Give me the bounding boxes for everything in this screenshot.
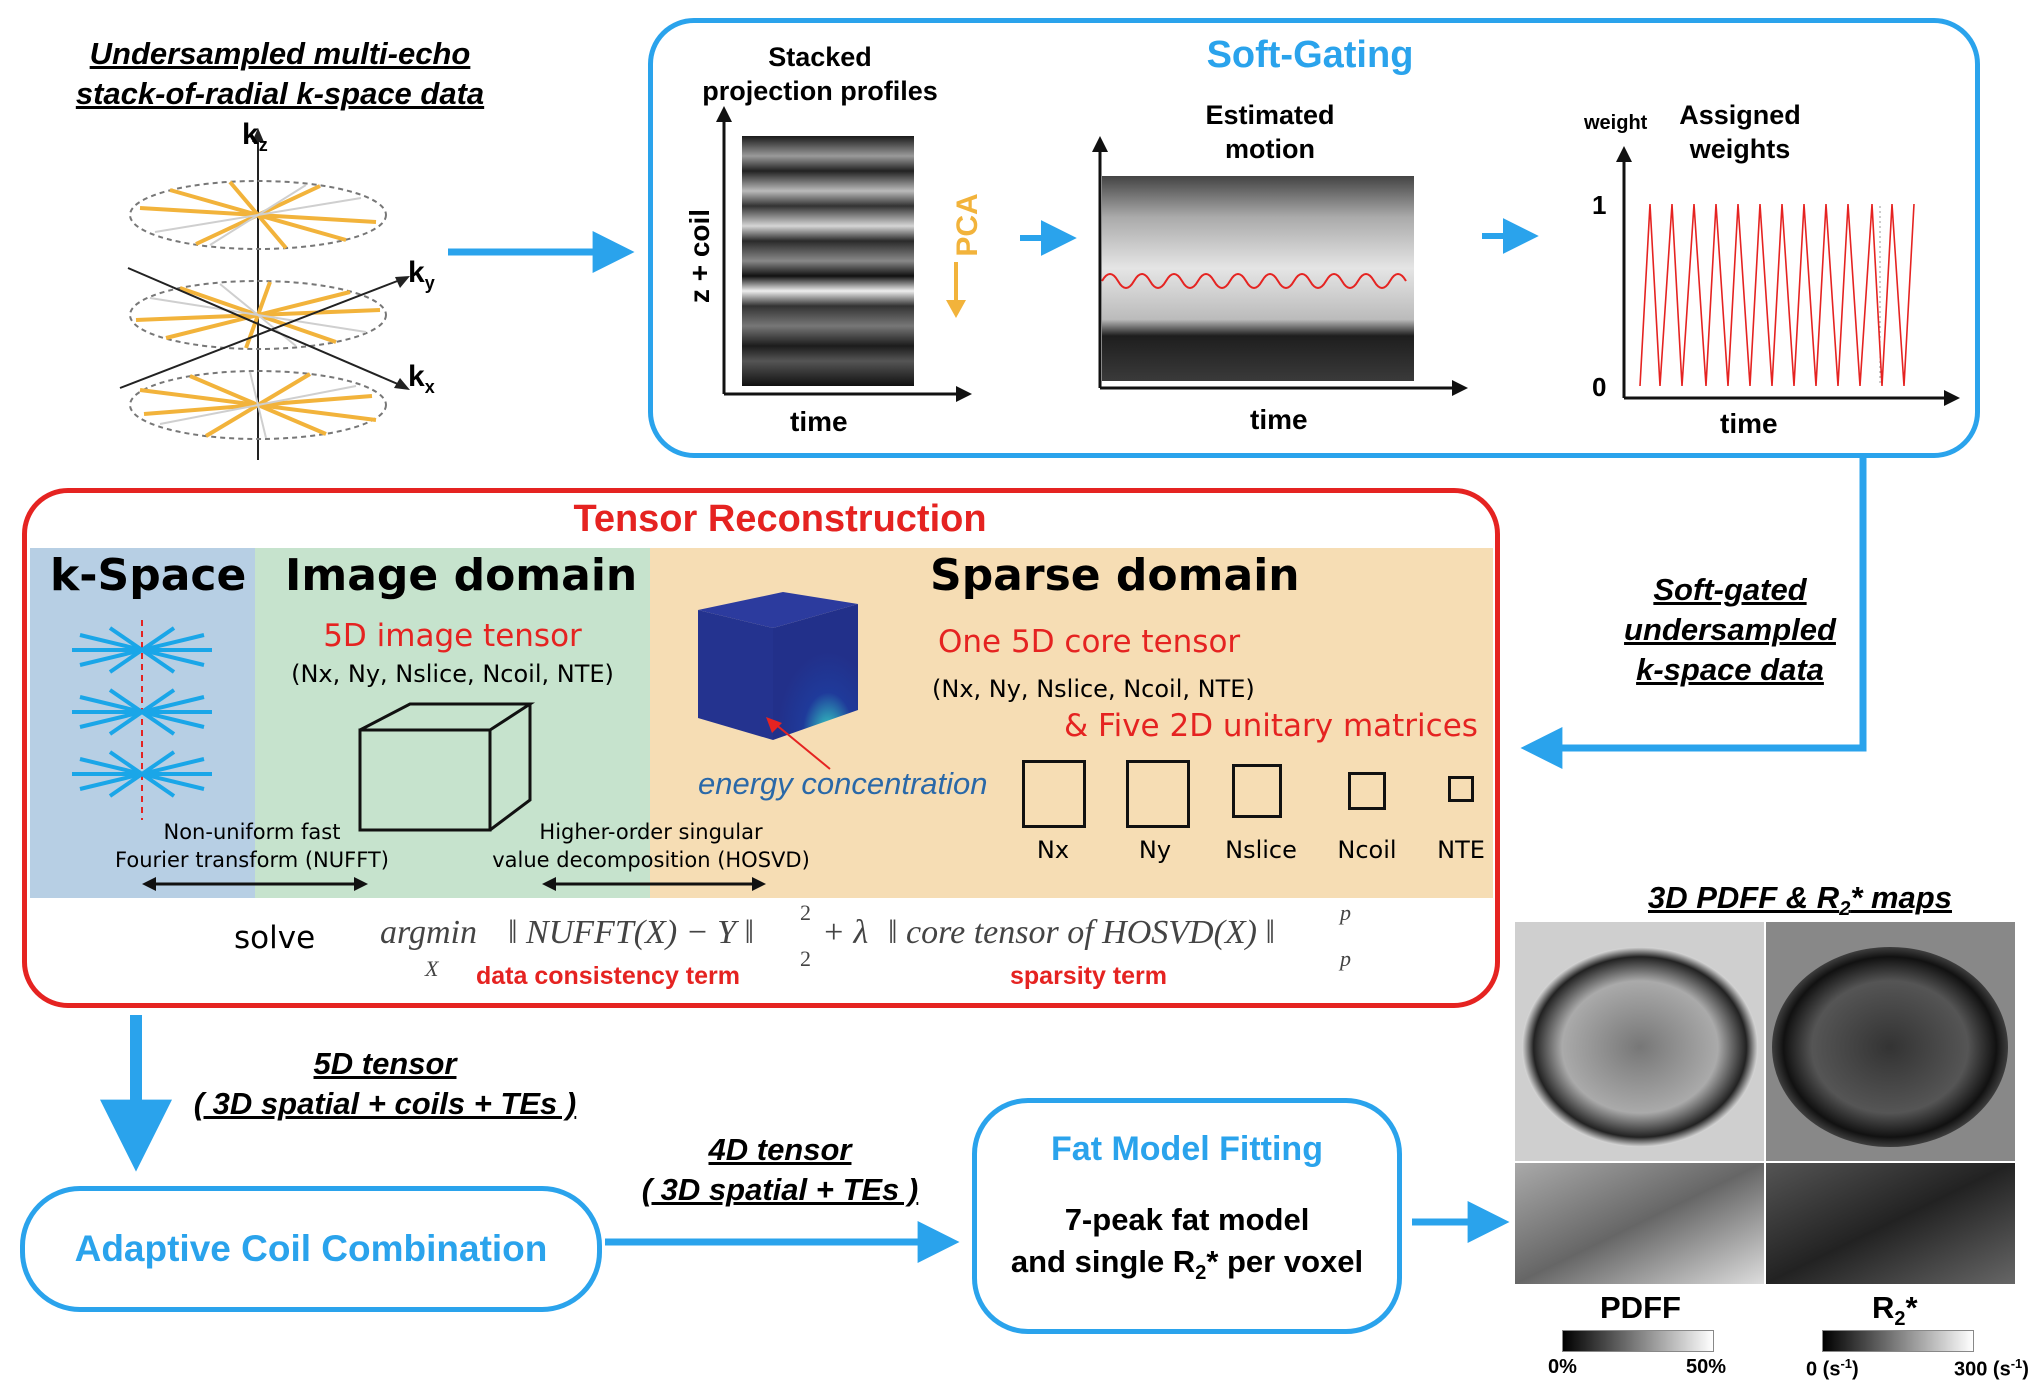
sparsity-term: sparsity term <box>1010 962 1168 990</box>
argmin-subscript: X <box>425 956 439 981</box>
matrix-nslice <box>1232 764 1282 818</box>
time-axis-label-3: time <box>1720 408 1778 439</box>
input-caption-line1: Undersampled multi-echo <box>89 36 471 71</box>
argmin-label: argmin <box>380 914 477 951</box>
pca-arrow <box>946 262 966 318</box>
soft-gated-caption: Soft-gated undersampled k-space data <box>1624 572 1836 687</box>
matrix-nx <box>1022 760 1086 828</box>
coil-combination-label: Adaptive Coil Combination <box>74 1228 548 1269</box>
weight-axis-label: weight <box>1584 112 1648 134</box>
norm-sup-2: 2 <box>800 900 811 925</box>
weight-tick-one: 1 <box>1592 190 1607 220</box>
pdff-coronal-map <box>1515 1162 1765 1284</box>
image-domain-heading: Image domain <box>285 550 638 601</box>
pdff-label: PDFF <box>1600 1290 1681 1325</box>
kx-label: kx <box>408 360 435 397</box>
ky-label: ky <box>408 256 435 293</box>
core-tensor-label: One 5D core tensor <box>938 624 1241 660</box>
data-term-norm: ‖ NUFFT(X) − Y ‖ <box>508 914 755 951</box>
sparsity-term-norm: ‖ core tensor of HOSVD(X) ‖ <box>888 914 1276 951</box>
time-axis-label-1: time <box>790 406 848 437</box>
sparse-domain-heading: Sparse domain <box>930 550 1300 601</box>
input-caption: Undersampled multi-echo stack-of-radial … <box>20 34 540 114</box>
pdff-min-label: 0% <box>1548 1356 1577 1378</box>
kspace-heading: k-Space <box>50 550 247 601</box>
coil-combination-box <box>20 1186 602 1312</box>
r2-max-label: 300 (s-1) <box>1954 1356 2029 1381</box>
time-axis-label-2: time <box>1250 404 1308 435</box>
kspace-radial-stars <box>72 620 212 820</box>
transform-double-arrows <box>142 877 766 891</box>
soft-gating-box <box>648 18 1980 458</box>
norm-sub-p: p <box>1340 946 1351 971</box>
data-consistency-term: data consistency term <box>476 962 740 990</box>
soft-gating-title: Soft-Gating <box>1206 34 1414 76</box>
maps-caption: 3D PDFF & R2* maps <box>1648 880 1952 921</box>
input-caption-line2: stack-of-radial k-space data <box>75 76 485 111</box>
core-tensor-cube <box>698 592 858 740</box>
pdff-colorbar <box>1562 1330 1714 1352</box>
matrix-nte <box>1448 776 1474 802</box>
assigned-weights-plot <box>1616 146 1960 406</box>
image-tensor-label: 5D image tensor <box>323 618 582 654</box>
fat-model-title: Fat Model Fitting <box>1051 1130 1323 1168</box>
kz-label: kz <box>242 118 268 155</box>
norm-sub-2: 2 <box>800 946 811 971</box>
energy-arrow <box>766 717 831 770</box>
z-coil-axis-label: z + coil <box>684 208 715 304</box>
matrix-ncoil <box>1348 772 1386 810</box>
plus-lambda: + λ <box>822 914 869 951</box>
tensor-reconstruction-box <box>22 488 1500 1008</box>
weight-tick-zero: 0 <box>1592 372 1607 402</box>
matrix-ny <box>1126 760 1190 828</box>
r2-colorbar <box>1822 1330 1974 1352</box>
r2-min-label: 0 (s-1) <box>1806 1356 1859 1381</box>
arrow-gating-to-tensor <box>1520 458 1867 769</box>
image-tensor-dims: (Nx, Ny, Nslice, Ncoil, NTE) <box>291 660 614 688</box>
tensor-reconstruction-title: Tensor Reconstruction <box>573 498 987 540</box>
pdff-r2-maps <box>1515 922 2015 1284</box>
pca-label: PCA <box>951 193 984 257</box>
matrix-label-nte: NTE <box>1437 836 1485 864</box>
fat-model-box <box>972 1098 1402 1334</box>
tensor5d-caption: 5D tensor( 3D spatial + coils + TEs ) <box>193 1046 577 1121</box>
fat-model-line1: 7-peak fat model <box>1064 1202 1310 1237</box>
unitary-matrices-label: & Five 2D unitary matrices <box>1064 708 1478 744</box>
radial-disk-top <box>129 180 387 250</box>
radial-disk-bottom <box>129 370 387 440</box>
stacked-profiles-plot <box>716 106 972 402</box>
fat-model-line2: and single R2* per voxel <box>1010 1244 1364 1285</box>
image-tensor-cube <box>358 702 536 832</box>
matrix-label-ncoil: Ncoil <box>1337 836 1397 864</box>
core-tensor-dims: (Nx, Ny, Nslice, Ncoil, NTE) <box>932 675 1255 703</box>
solve-label: solve <box>234 920 316 956</box>
norm-sup-p: p <box>1340 900 1351 925</box>
matrix-label-nslice: Nslice <box>1225 836 1297 864</box>
estimated-motion-plot <box>1092 136 1468 396</box>
stack-of-radial-diagram <box>119 128 410 460</box>
matrix-label-nx: Nx <box>1036 836 1070 864</box>
energy-concentration-label: energy concentration <box>698 766 988 801</box>
image-domain-panel <box>255 548 650 898</box>
pdff-max-label: 50% <box>1686 1356 1727 1378</box>
r2-coronal-map <box>1765 1162 2015 1284</box>
matrix-label-ny: Ny <box>1138 836 1172 864</box>
r2-label: R2* <box>1872 1290 1918 1331</box>
tensor4d-caption: 4D tensor( 3D spatial + TEs ) <box>641 1132 919 1207</box>
